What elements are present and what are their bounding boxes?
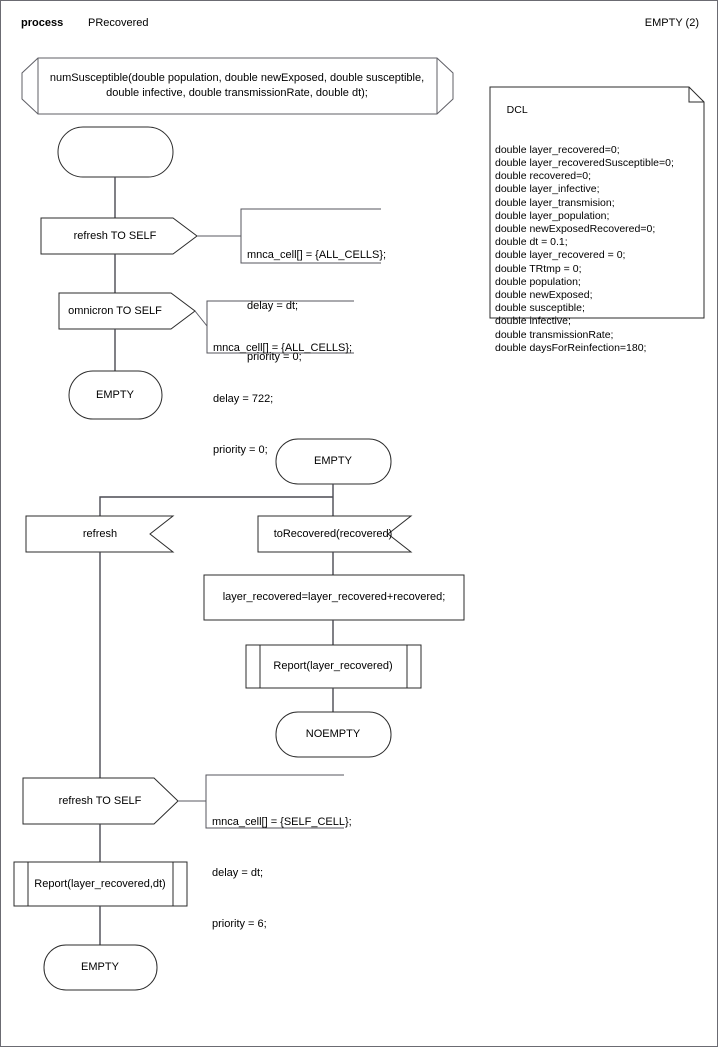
dcl-declaration-line: double layer_transmision; [495,196,615,209]
state-start-shape [57,126,174,178]
comment-3-text: mnca_cell[] = {SELF_CELL}; delay = dt; p… [212,780,352,967]
output-omnicron-to-self-label: omnicron TO SELF [68,305,162,317]
comment-3-line-3: priority = 6; [212,918,267,930]
input-refresh-shape[interactable] [25,515,175,553]
dcl-declaration-line: double transmissionRate; [495,328,614,341]
procedure-header-line2: double infective, double transmissionRat… [106,87,368,99]
call-report-1-label: Report(layer_recovered) [273,660,393,672]
comment-2-line-3: priority = 0; [213,444,268,456]
call-report-2-label: Report(layer_recovered,dt) [34,878,166,890]
output-refresh-to-self-1-shape[interactable] [40,217,198,255]
page-title-keyword: process [21,17,64,29]
comment-2-line-1: mnca_cell[] = {ALL_CELLS}; [213,342,353,354]
dcl-declaration-line: double layer_recovered = 0; [495,249,626,262]
input-torecovered-shape[interactable] [257,515,413,553]
state-empty-3-shape [43,944,158,991]
dcl-declaration-line: double population; [495,275,581,288]
header-right-label: EMPTY (2) [644,17,699,29]
input-torecovered-label: toRecovered(recovered) [273,528,393,540]
state-noempty-shape [275,711,392,758]
output-refresh-to-self-1-label: refresh TO SELF [73,230,157,242]
dcl-declaration-line: double dt = 0.1; [495,236,568,249]
comment-1-line-2: delay = dt; [247,300,299,312]
page-title-process-name: PRecovered [88,17,149,29]
comment-2-line-2: delay = 722; [213,393,274,405]
connector-empty2-branch-left [99,496,333,516]
comment-box-2 [206,300,354,354]
state-empty-3-label: EMPTY [81,961,119,973]
output-refresh-to-self-2-shape[interactable] [22,777,179,825]
state-empty-2-label: EMPTY [314,455,352,467]
dcl-declaration-line: double recovered=0; [495,170,592,183]
call-report-2-shape [13,861,188,907]
dcl-declaration-line: double susceptible; [495,302,585,315]
comment-box-1 [240,208,381,264]
comment-1-line-1: mnca_cell[] = {ALL_CELLS}; [247,249,387,261]
dcl-declaration-line: double layer_infective; [495,183,600,196]
connector-output2-to-comment [194,310,208,327]
comment-2-text: mnca_cell[] = {ALL_CELLS}; delay = 722; … [213,306,352,493]
procedure-header-line1: numSusceptible(double population, double… [49,72,425,84]
dcl-title: DCL [506,104,528,117]
dcl-declaration-line: double layer_population; [495,209,610,222]
dcl-declaration-line: double layer_recovered=0; [495,143,620,156]
output-refresh-to-self-2-label: refresh TO SELF [58,795,142,807]
task-assignment-shape [203,574,465,621]
dcl-text-block: DCL double layer_recovered=0;double laye… [495,91,695,381]
state-empty-1-shape [68,370,163,420]
dcl-declaration-line: double infective; [495,315,571,328]
dcl-declaration-line: double newExposedRecovered=0; [495,223,656,236]
dcl-note-shape [489,86,705,319]
comment-1-line-3: priority = 0; [247,351,302,363]
dcl-declaration-line: double layer_recoveredSusceptible=0; [495,157,674,170]
comment-3-line-2: delay = dt; [212,867,264,879]
comment-1-text: mnca_cell[] = {ALL_CELLS}; delay = dt; p… [247,213,386,400]
comment-box-3 [205,774,344,829]
state-empty-1-label: EMPTY [96,389,134,401]
input-refresh-label: refresh [82,528,118,540]
task-assignment-label: layer_recovered=layer_recovered+recovere… [222,591,446,603]
state-noempty-label: NOEMPTY [305,728,361,740]
procedure-header-shape [21,57,454,115]
dcl-declaration-line: double daysForReinfection=180; [495,341,647,354]
dcl-declaration-line: double newExposed; [495,289,593,302]
output-omnicron-to-self-shape[interactable] [58,292,196,330]
comment-3-line-1: mnca_cell[] = {SELF_CELL}; [212,816,352,828]
dcl-declaration-line: double TRtmp = 0; [495,262,582,275]
